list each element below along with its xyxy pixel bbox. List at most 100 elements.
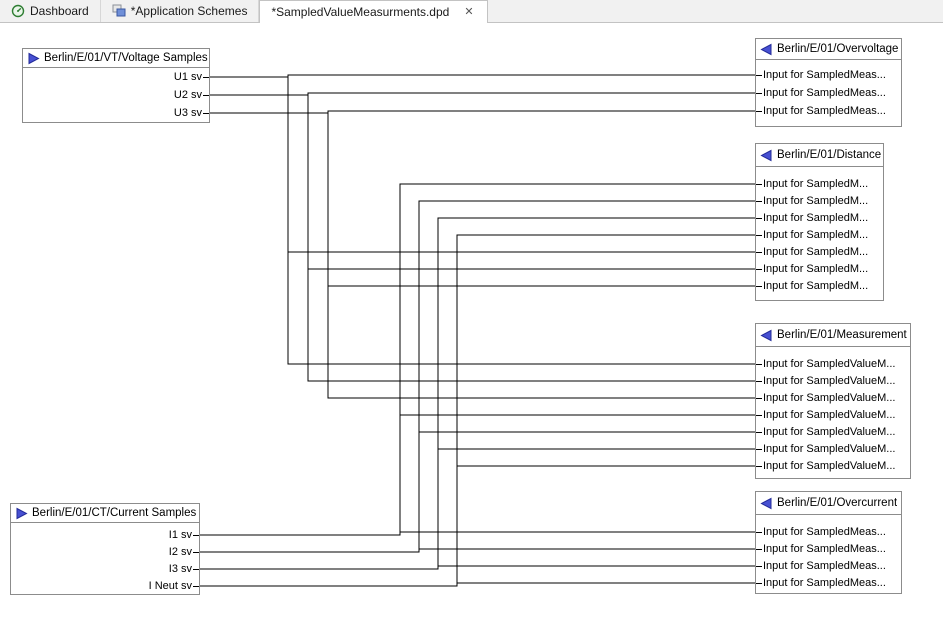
pin-input[interactable]: Input for SampledValueM... bbox=[756, 457, 910, 475]
wire-I2-to-overcurrent[interactable] bbox=[200, 548, 755, 553]
pin-stub bbox=[756, 184, 762, 185]
block-ct[interactable]: Berlin/E/01/CT/Current Samples I1 sv I2 sv… bbox=[10, 503, 200, 595]
pin-stub bbox=[756, 218, 762, 219]
block-header[interactable]: Berlin/E/01/CT/Current Samples bbox=[11, 504, 199, 523]
dashboard-icon bbox=[11, 4, 25, 18]
pin-input[interactable]: Input for SampledMeas... bbox=[756, 102, 901, 120]
pin-label: Input for SampledValueM... bbox=[763, 358, 896, 370]
output-arrow-icon bbox=[27, 52, 40, 65]
block-title: Berlin/E/01/Measurement bbox=[777, 329, 907, 341]
close-icon[interactable]: ✕ bbox=[464, 6, 474, 18]
pin-input[interactable]: Input for SampledM... bbox=[756, 226, 883, 244]
block-header[interactable]: Berlin/E/01/Overcurrent bbox=[756, 492, 901, 515]
pin-input[interactable]: Input for SampledValueM... bbox=[756, 440, 910, 458]
pin-input[interactable]: Input for SampledValueM... bbox=[756, 372, 910, 390]
block-header[interactable]: Berlin/E/01/Distance bbox=[756, 144, 883, 167]
pin-input[interactable]: Input for SampledMeas... bbox=[756, 523, 901, 541]
pin-label: Input for SampledMeas... bbox=[763, 577, 886, 589]
pin-label: Input for SampledMeas... bbox=[763, 87, 886, 99]
block-header[interactable]: Berlin/E/01/Overvoltage bbox=[756, 39, 901, 60]
block-title: Berlin/E/01/Overvoltage bbox=[777, 43, 899, 55]
pin-label: U2 sv bbox=[173, 89, 202, 101]
tab-bar: Dashboard *Application Schemes *SampledVal… bbox=[0, 0, 943, 23]
pin-stub bbox=[756, 269, 762, 270]
pin-label: Input for SampledValueM... bbox=[763, 426, 896, 438]
pin-output[interactable]: I3 sv bbox=[11, 560, 199, 578]
pin-label: Input for SampledMeas... bbox=[763, 105, 886, 117]
wire-INeut-to-overcurrent[interactable] bbox=[200, 582, 755, 587]
pin-input[interactable]: Input for SampledMeas... bbox=[756, 574, 901, 592]
pin-stub bbox=[756, 415, 762, 416]
block-header[interactable]: Berlin/E/01/Measurement bbox=[756, 324, 910, 347]
pin-input[interactable]: Input for SampledM... bbox=[756, 260, 883, 278]
pin-stub bbox=[203, 77, 209, 78]
pin-stub bbox=[756, 235, 762, 236]
pin-stub bbox=[203, 113, 209, 114]
pin-label: Input for SampledM... bbox=[763, 280, 869, 292]
pin-output[interactable]: U1 sv bbox=[23, 68, 209, 86]
pin-label: I3 sv bbox=[168, 563, 192, 575]
tab-dashboard[interactable]: Dashboard bbox=[0, 0, 101, 22]
pin-input[interactable]: Input for SampledValueM... bbox=[756, 389, 910, 407]
tab-label: Dashboard bbox=[30, 4, 89, 18]
pin-input[interactable]: Input for SampledM... bbox=[756, 243, 883, 261]
pin-stub bbox=[203, 95, 209, 96]
pin-output[interactable]: U3 sv bbox=[23, 104, 209, 122]
schemes-icon bbox=[112, 4, 126, 18]
wire-U2-to-measurement[interactable] bbox=[210, 94, 755, 382]
wire-U1-to-measurement[interactable] bbox=[210, 76, 755, 365]
pin-stub bbox=[193, 569, 199, 570]
pin-input[interactable]: Input for SampledMeas... bbox=[756, 540, 901, 558]
pin-output[interactable]: I1 sv bbox=[11, 526, 199, 544]
pin-input[interactable]: Input for SampledValueM... bbox=[756, 423, 910, 441]
pin-output[interactable]: I Neut sv bbox=[11, 577, 199, 595]
pin-input[interactable]: Input for SampledM... bbox=[756, 277, 883, 295]
input-arrow-icon bbox=[760, 497, 773, 510]
pin-label: Input for SampledValueM... bbox=[763, 460, 896, 472]
block-header[interactable]: Berlin/E/01/VT/Voltage Samples bbox=[23, 49, 209, 68]
pin-input[interactable]: Input for SampledM... bbox=[756, 209, 883, 227]
pin-input[interactable]: Input for SampledMeas... bbox=[756, 557, 901, 575]
pin-label: Input for SampledM... bbox=[763, 263, 869, 275]
block-title: Berlin/E/01/Distance bbox=[777, 149, 882, 161]
pin-stub bbox=[756, 93, 762, 94]
pin-label: I2 sv bbox=[168, 546, 192, 558]
pin-label: Input for SampledM... bbox=[763, 229, 869, 241]
pin-label: Input for SampledValueM... bbox=[763, 375, 896, 387]
pin-label: U3 sv bbox=[173, 107, 202, 119]
output-arrow-icon bbox=[15, 507, 28, 520]
wire-U3-to-measurement[interactable] bbox=[210, 112, 755, 399]
pin-input[interactable]: Input for SampledValueM... bbox=[756, 406, 910, 424]
pin-input[interactable]: Input for SampledM... bbox=[756, 175, 883, 193]
pin-label: Input for SampledM... bbox=[763, 178, 869, 190]
tab-label: *Application Schemes bbox=[130, 4, 248, 18]
pin-input[interactable]: Input for SampledMeas... bbox=[756, 84, 901, 102]
pin-input[interactable]: Input for SampledM... bbox=[756, 192, 883, 210]
input-arrow-icon bbox=[760, 329, 773, 342]
block-title: Berlin/E/01/CT/Current Samples bbox=[32, 507, 197, 519]
tab-sampled-value-measurments[interactable]: *SampledValueMeasurments.dpd✕ bbox=[259, 0, 488, 23]
pin-stub bbox=[193, 535, 199, 536]
pin-input[interactable]: Input for SampledMeas... bbox=[756, 66, 901, 84]
pin-label: Input for SampledValueM... bbox=[763, 443, 896, 455]
pin-output[interactable]: U2 sv bbox=[23, 86, 209, 104]
wire-I3-to-overcurrent[interactable] bbox=[200, 565, 755, 570]
pin-stub bbox=[756, 252, 762, 253]
pin-stub bbox=[756, 286, 762, 287]
wire-I1-to-overcurrent[interactable] bbox=[200, 531, 755, 536]
pin-stub bbox=[756, 75, 762, 76]
pin-output[interactable]: I2 sv bbox=[11, 543, 199, 561]
tab-application-schemes[interactable]: *Application Schemes bbox=[101, 0, 260, 22]
block-title: Berlin/E/01/VT/Voltage Samples bbox=[44, 52, 208, 64]
pin-label: Input for SampledM... bbox=[763, 246, 869, 258]
pin-input[interactable]: Input for SampledValueM... bbox=[756, 355, 910, 373]
block-vt[interactable]: Berlin/E/01/VT/Voltage Samples U1 sv U2 sv… bbox=[22, 48, 210, 123]
input-arrow-icon bbox=[760, 43, 773, 56]
